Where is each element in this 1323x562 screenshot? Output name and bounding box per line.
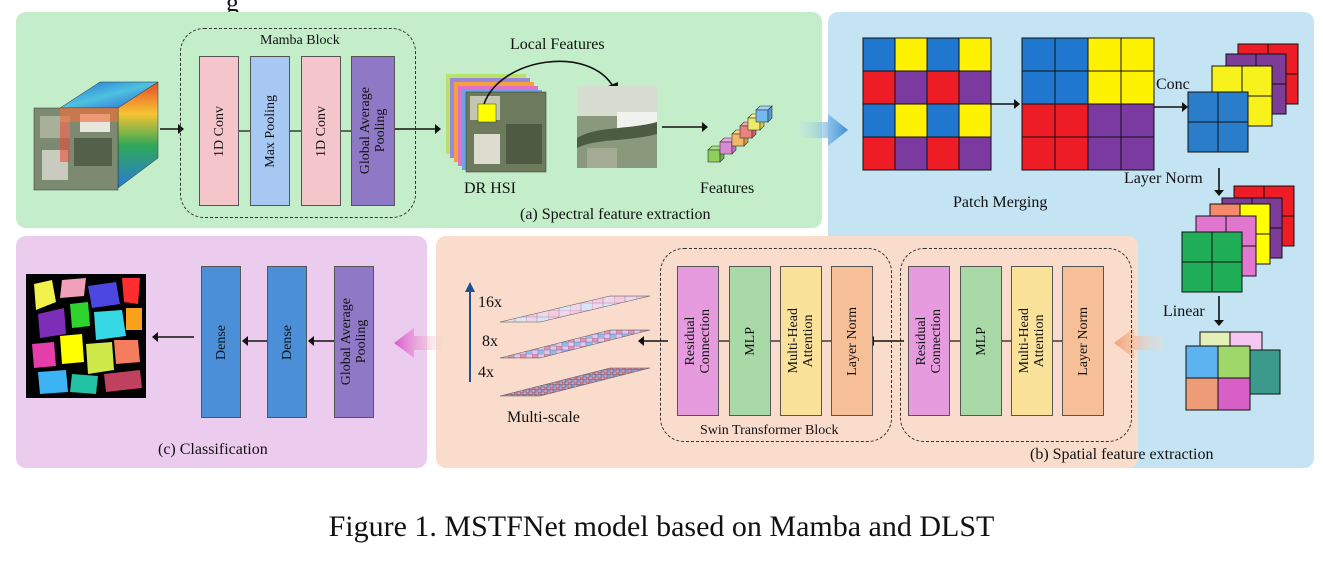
patch-cell — [958, 103, 992, 138]
spectral-caption: (a) Spectral feature extraction — [520, 206, 711, 223]
scale-16x-label: 16x — [478, 294, 502, 311]
conv1d-box-1: 1D Conv — [199, 56, 239, 206]
layer-norm-box-left: Layer Norm — [831, 266, 873, 416]
local-feature-image — [577, 86, 657, 168]
mamba-block-title: Mamba Block — [260, 33, 340, 48]
dense-box-1: Dense — [201, 266, 241, 418]
patch-grid-input — [862, 37, 992, 171]
swin-right-connectors — [950, 340, 1062, 342]
patch-cell — [894, 37, 928, 72]
patch-cell — [1021, 70, 1056, 105]
arrow-to-multiscale — [638, 336, 668, 346]
multi-scale-label: Multi-scale — [507, 409, 580, 426]
features-label: Features — [700, 180, 755, 197]
residual-connection-box-right: Residual Connection — [908, 266, 950, 416]
linear-label: Linear — [1163, 303, 1205, 320]
patch-cell — [1021, 136, 1056, 171]
arrow-conc — [1154, 102, 1188, 112]
arrow-mamba-to-drhsi — [395, 124, 441, 134]
arrow-layer-norm — [1214, 168, 1224, 196]
classification-map-image — [26, 274, 146, 398]
patch-cell — [926, 103, 960, 138]
patch-cell — [862, 136, 896, 171]
swin-left-connectors — [719, 340, 831, 342]
patch-cell — [958, 70, 992, 105]
patch-grid-merged — [1021, 37, 1155, 171]
arrow-dense-to-dense — [242, 336, 268, 346]
conv1d-box-2: 1D Conv — [301, 56, 341, 206]
patch-cell — [1054, 103, 1089, 138]
dr-hsi-label: DR HSI — [464, 180, 517, 197]
patch-cell — [1054, 37, 1089, 72]
patch-cell — [1087, 37, 1122, 72]
transition-arrow-b-to-c — [394, 328, 444, 358]
patch-cell — [1021, 103, 1056, 138]
global-average-pooling-box-c: Global Average Pooling — [334, 266, 374, 418]
multi-head-attention-box-right: Multi-Head Attention — [1011, 266, 1053, 416]
swin-transformer-block-label: Swin Transformer Block — [700, 423, 839, 438]
classification-caption: (c) Classification — [158, 441, 268, 458]
multi-head-attention-box-left: Multi-Head Attention — [780, 266, 822, 416]
local-features-label: Local Features — [510, 36, 605, 53]
mamba-block — [180, 28, 416, 218]
mlp-box-right: MLP — [960, 266, 1002, 416]
arrow-patch-merge — [990, 99, 1020, 109]
patch-cell — [958, 136, 992, 171]
features-tokens — [707, 105, 773, 163]
patch-cell — [894, 136, 928, 171]
mamba-connectors — [239, 130, 351, 132]
arrow-linear — [1214, 296, 1224, 326]
scale-4x-label: 4x — [478, 364, 494, 381]
patch-cell — [862, 37, 896, 72]
dense-box-2: Dense — [267, 266, 307, 418]
patch-cell — [1054, 70, 1089, 105]
residual-connection-box-left: Residual Connection — [677, 266, 719, 416]
patch-cell — [1120, 103, 1155, 138]
arrow-gap-to-dense — [308, 336, 336, 346]
patch-cell — [1021, 37, 1056, 72]
mlp-box-left: MLP — [729, 266, 771, 416]
arrow-to-classification-map — [152, 332, 194, 342]
patch-cell — [958, 37, 992, 72]
arrow-cube-to-mamba — [160, 124, 184, 134]
patch-cell — [894, 103, 928, 138]
patch-merging-label: Patch Merging — [953, 194, 1048, 211]
max-pooling-box: Max Pooling — [250, 56, 290, 206]
transition-arrow-patch-to-b — [1114, 328, 1164, 358]
conc-label: Conc — [1156, 76, 1190, 93]
patch-cell — [926, 70, 960, 105]
scale-8x-label: 8x — [482, 333, 498, 350]
global-average-pooling-box: Global Average Pooling — [351, 56, 395, 206]
swin-block-left — [660, 248, 892, 442]
patch-cell — [1087, 103, 1122, 138]
patch-cell — [1120, 136, 1155, 171]
normalized-patches — [1181, 185, 1295, 293]
patch-cell — [1054, 136, 1089, 171]
figure-caption: Figure 1. MSTFNet model based on Mamba a… — [328, 510, 995, 543]
layer-norm-box-right: Layer Norm — [1062, 266, 1104, 416]
dr-hsi-image — [446, 74, 547, 173]
arrow-to-features — [662, 122, 708, 132]
multi-scale-planes — [465, 282, 651, 397]
patch-cell — [894, 70, 928, 105]
patch-cell — [862, 103, 896, 138]
spatial-caption: (b) Spatial feature extraction — [1030, 446, 1214, 463]
swin-block-right — [900, 248, 1132, 442]
layer-norm-label: Layer Norm — [1124, 170, 1203, 187]
transition-arrow-a-to-patch — [798, 114, 848, 146]
patch-cell — [1087, 136, 1122, 171]
patch-cell — [926, 37, 960, 72]
concatenated-patches — [1187, 43, 1299, 153]
linear-patches — [1185, 331, 1281, 411]
patch-cell — [1087, 70, 1122, 105]
patch-cell — [1120, 37, 1155, 72]
hsi-cube-image — [33, 81, 159, 191]
patch-cell — [862, 70, 896, 105]
patch-cell — [1120, 70, 1155, 105]
patch-cell — [926, 136, 960, 171]
